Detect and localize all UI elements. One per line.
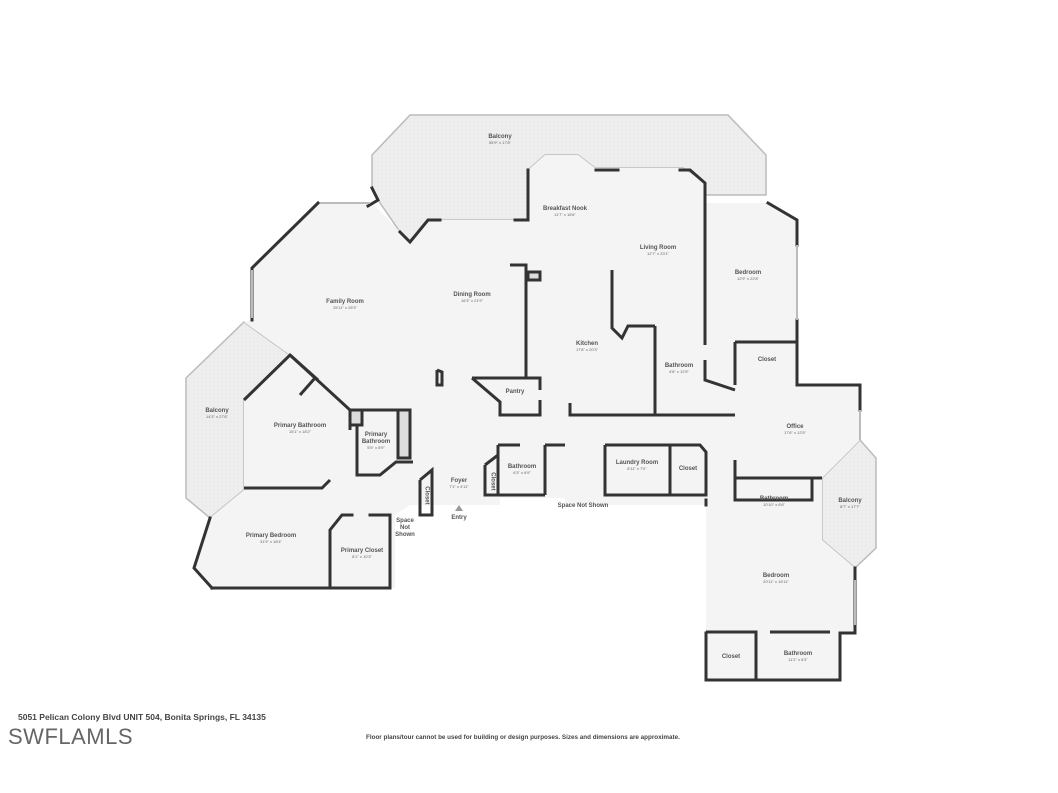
main-floor-area bbox=[194, 155, 860, 680]
wall bbox=[706, 630, 758, 680]
shower bbox=[396, 408, 412, 460]
mls-logo: SWFLAMLS bbox=[8, 724, 134, 749]
wall bbox=[418, 466, 434, 517]
entry-arrow-icon bbox=[455, 505, 463, 511]
room-label-pantry: Pantry bbox=[505, 389, 525, 395]
wall bbox=[568, 403, 735, 417]
wall bbox=[365, 185, 380, 209]
wall bbox=[298, 377, 317, 396]
shower bbox=[348, 408, 364, 427]
wall bbox=[471, 376, 542, 417]
wall bbox=[510, 263, 528, 378]
wall bbox=[513, 168, 530, 222]
wall bbox=[210, 513, 392, 590]
wall bbox=[496, 445, 545, 497]
wall bbox=[733, 478, 814, 502]
wall bbox=[397, 218, 442, 245]
wall bbox=[244, 478, 332, 490]
wall bbox=[703, 360, 736, 392]
disclaimer-text: Floor plans/tour cannot be used for buil… bbox=[366, 734, 680, 741]
room-label-closet-foyer-left: Closet bbox=[423, 486, 430, 505]
wall bbox=[435, 368, 444, 387]
wall bbox=[765, 200, 799, 247]
room-label-closet-right: Closet bbox=[757, 357, 777, 363]
wall bbox=[610, 270, 655, 341]
room-label-space-not-shown-center: Space Not Shown bbox=[557, 503, 609, 509]
entry-label: Entry bbox=[451, 515, 467, 521]
wall bbox=[192, 516, 215, 591]
wall bbox=[603, 445, 670, 497]
wall bbox=[328, 513, 354, 590]
property-address: 5051 Pelican Colony Blvd UNIT 504, Bonit… bbox=[18, 712, 266, 722]
wall bbox=[355, 425, 413, 477]
column bbox=[526, 270, 542, 282]
wall bbox=[678, 168, 707, 205]
wall bbox=[472, 376, 542, 390]
room-label-closet-foyer-right: Closet bbox=[489, 472, 496, 491]
room-label-closet-bottom: Closet bbox=[721, 654, 741, 660]
room-label-closet-laundry: Closet bbox=[678, 466, 698, 472]
wall bbox=[795, 318, 862, 412]
room-label-space-not-shown-left: Space Not Shown bbox=[395, 518, 415, 538]
wall bbox=[605, 443, 708, 497]
